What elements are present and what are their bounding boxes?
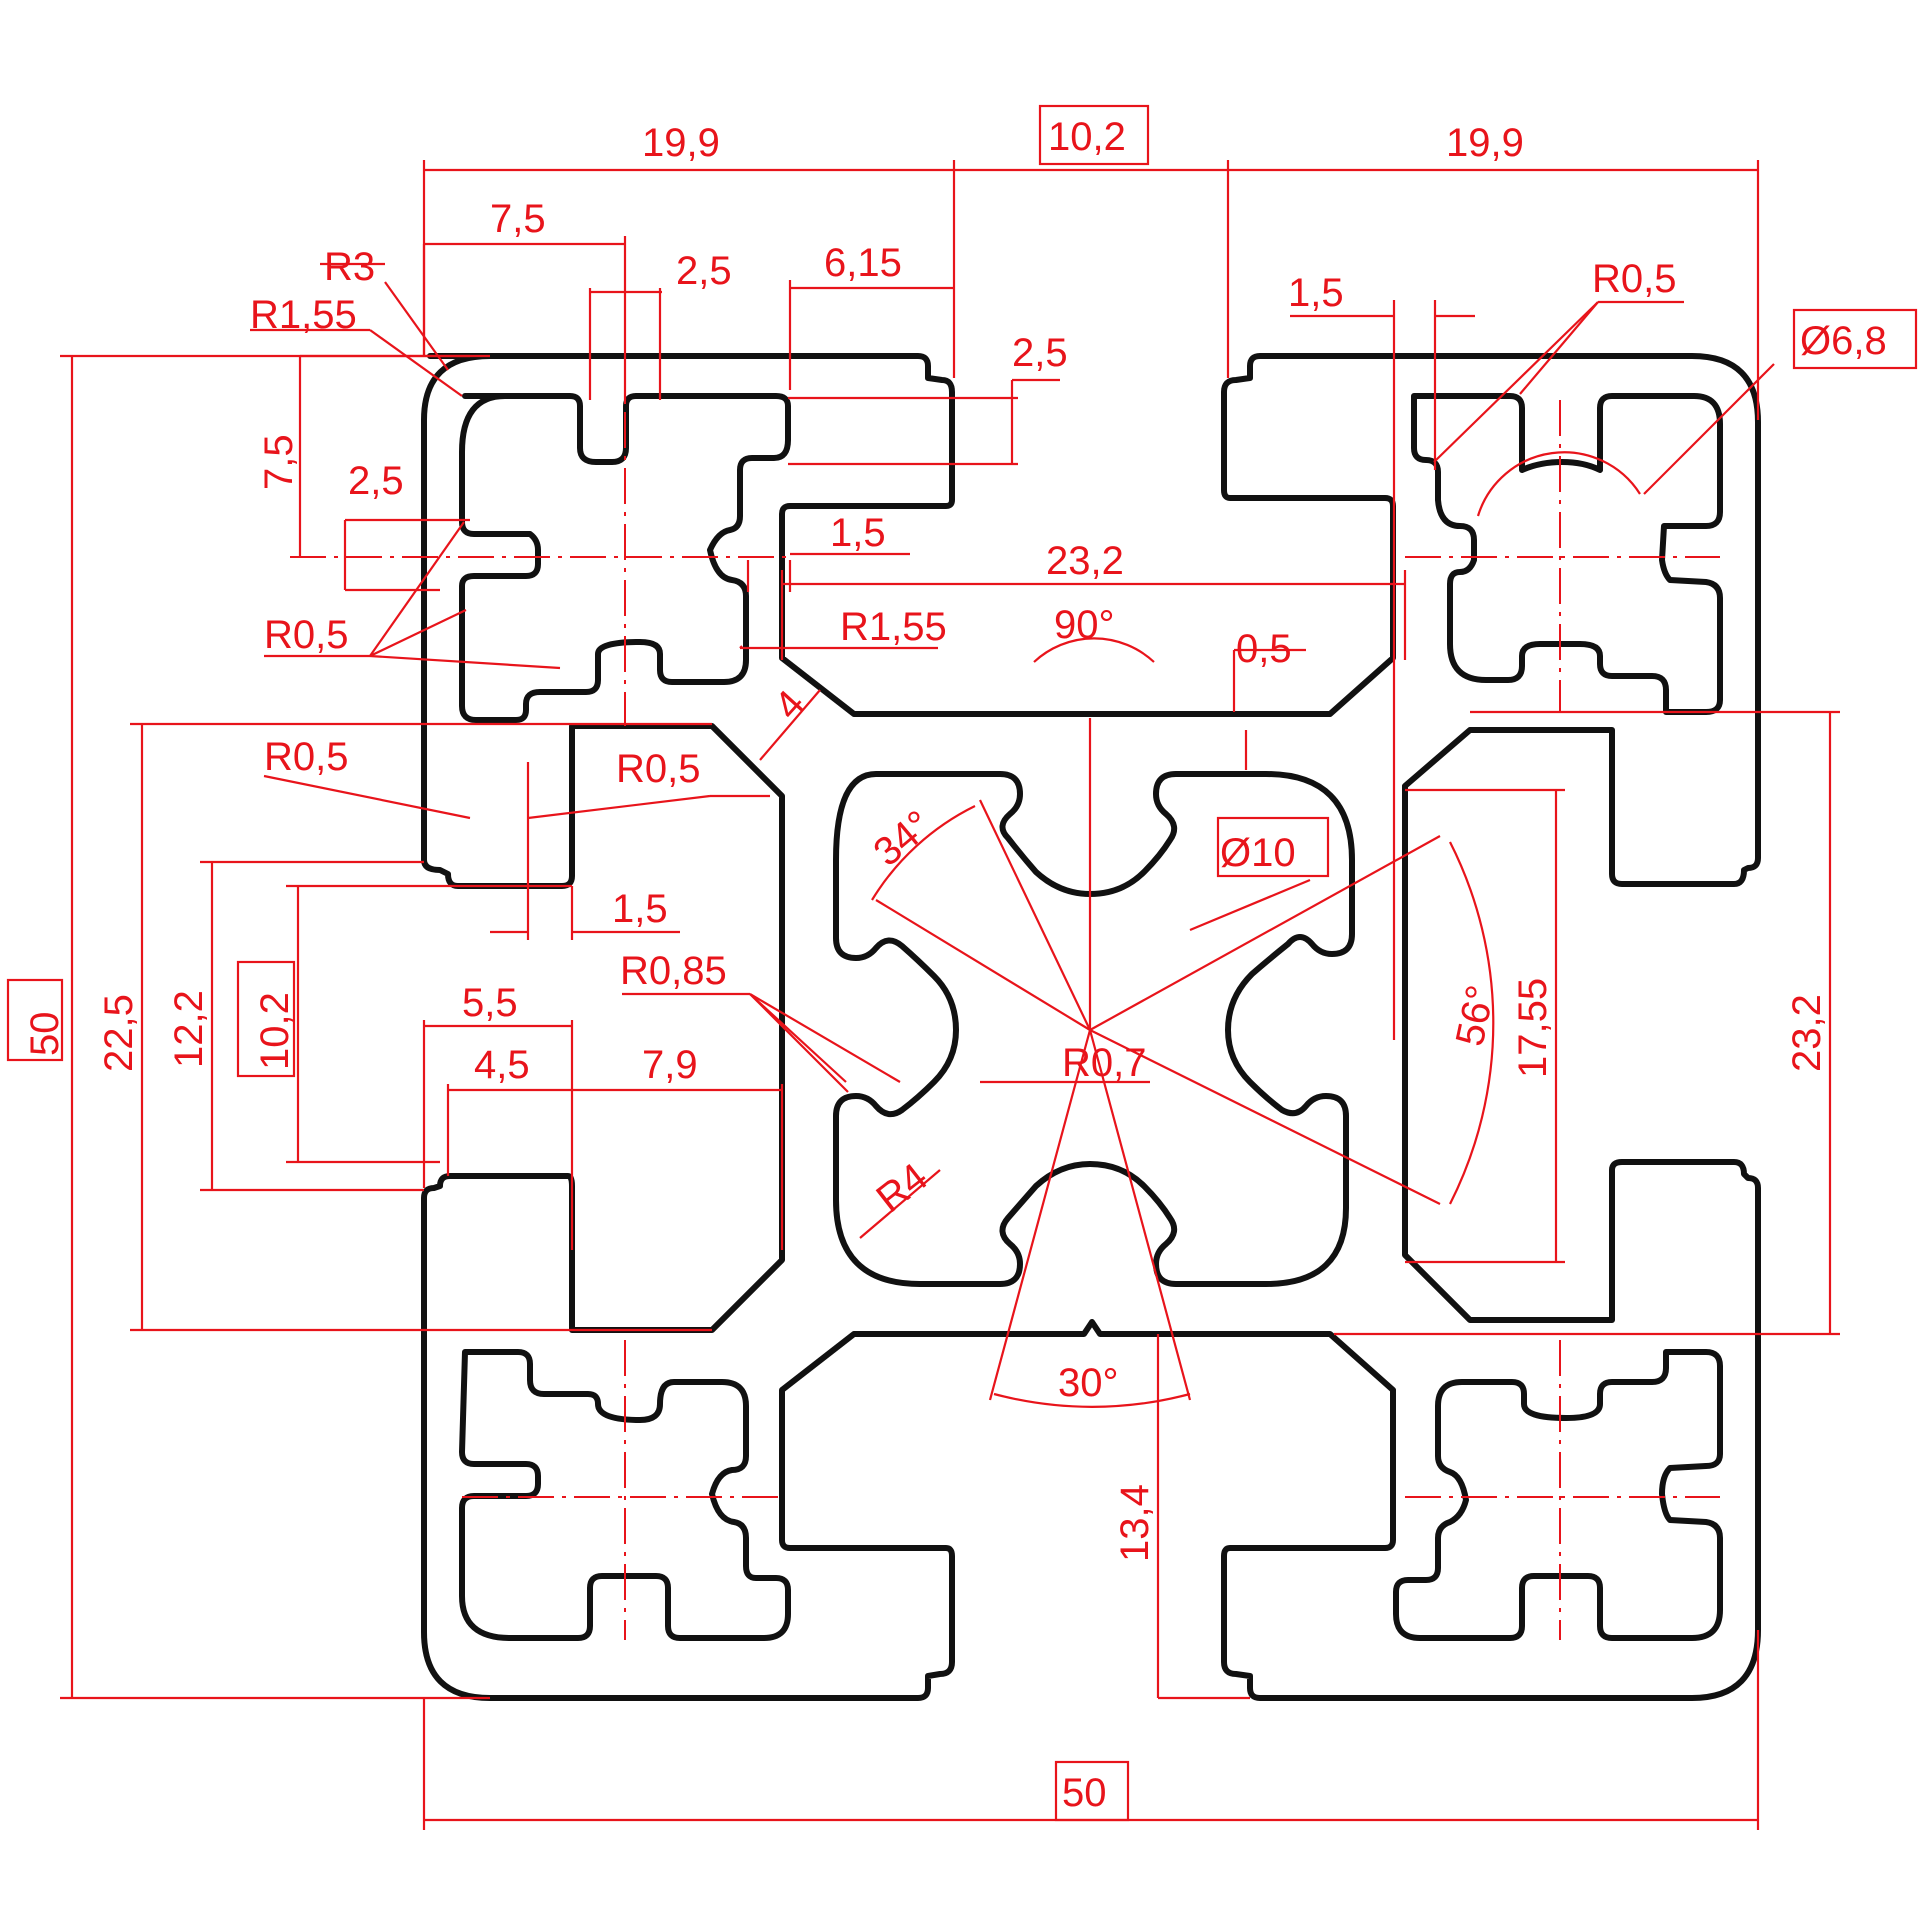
dim-1-5-left-top: 1,5 <box>830 511 886 555</box>
dim-w-5-5: 5,5 <box>462 981 518 1025</box>
dim-r0-7: R0,7 <box>1062 1041 1147 1085</box>
dim-v-10-2: 10,2 <box>253 992 297 1070</box>
dim-v-50: 50 <box>23 1012 67 1057</box>
dim-vert-2-5: 2,5 <box>348 459 404 503</box>
dim-v-22-5: 22,5 <box>97 994 141 1072</box>
dim-dia-6-8: Ø6,8 <box>1800 319 1887 363</box>
dimension-lines <box>60 160 1840 1830</box>
dim-2-5-right: 2,5 <box>1012 331 1068 375</box>
dim-1-5-mid: 1,5 <box>612 887 668 931</box>
dim-dia-10: Ø10 <box>1220 831 1296 875</box>
dim-angle-90: 90° <box>1054 603 1115 647</box>
dim-r0-85: R0,85 <box>620 949 727 993</box>
dim-2-5-top: 2,5 <box>676 249 732 293</box>
dim-offset-0-5: 0,5 <box>1236 627 1292 671</box>
dim-v-13-4: 13,4 <box>1113 1484 1157 1562</box>
dim-vert-7-5: 7,5 <box>257 434 301 490</box>
dim-r1-55-mid: R1,55 <box>840 605 947 649</box>
dim-top-right-width: 19,9 <box>1446 121 1524 165</box>
dim-v-12-2: 12,2 <box>167 990 211 1068</box>
dim-inner-23-2: 23,2 <box>1046 539 1124 583</box>
dim-r0-5-a: R0,5 <box>264 735 349 779</box>
center-lines <box>290 300 1720 1640</box>
dim-w-4-5: 4,5 <box>474 1043 530 1087</box>
dim-6-15: 6,15 <box>824 241 902 285</box>
dim-angle-34: 34° <box>866 802 941 875</box>
boxed-dimension-frames <box>6 104 1918 1822</box>
profile-outline <box>421 353 1761 1701</box>
dim-r4: R4 <box>868 1155 935 1221</box>
dim-r3: R3 <box>324 245 375 289</box>
dim-r1-55-top: R1,55 <box>250 293 357 337</box>
dim-v-23-2: 23,2 <box>1785 994 1829 1072</box>
dim-v-17-55: 17,55 <box>1511 978 1555 1078</box>
dim-w-7-9: 7,9 <box>642 1043 698 1087</box>
dim-angle-30: 30° <box>1058 1361 1119 1405</box>
dim-7-5: 7,5 <box>490 197 546 241</box>
dim-r0-5-left: R0,5 <box>264 613 349 657</box>
dimension-labels: 19,9 10,2 19,9 7,5 2,5 6,15 2,5 1,5 R0,5… <box>23 115 1887 1815</box>
dim-1-5-right-top: 1,5 <box>1288 271 1344 315</box>
dim-bottom-50: 50 <box>1062 1771 1107 1815</box>
dim-angle-56: 56° <box>1448 982 1504 1050</box>
dim-top-left-width: 19,9 <box>642 121 720 165</box>
dim-r0-5-right-top: R0,5 <box>1592 257 1677 301</box>
dim-slot-width: 10,2 <box>1048 115 1126 159</box>
dim-r0-5-b: R0,5 <box>616 747 701 791</box>
